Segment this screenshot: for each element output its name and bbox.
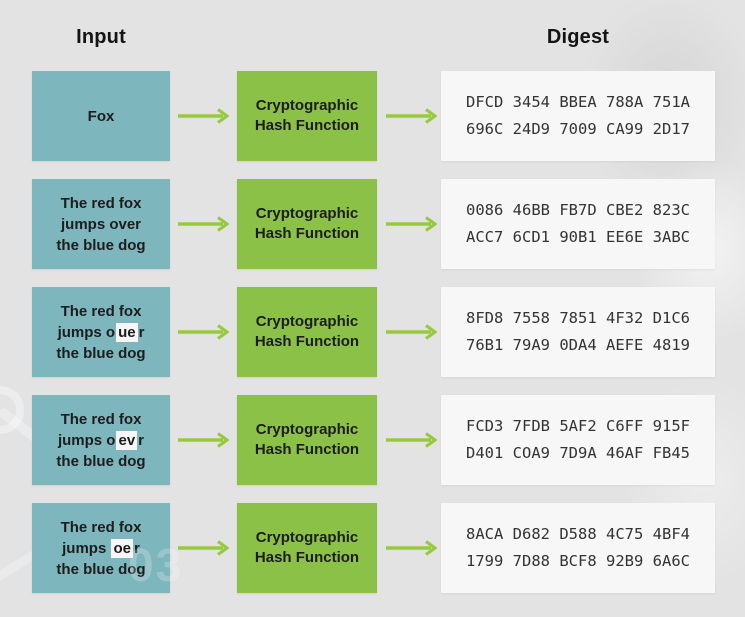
input-text-line: the blue dog	[56, 235, 145, 256]
digest-line-1: 8ACA D682 D588 4C75 4BF4	[466, 525, 690, 543]
input-text-line: Fox	[88, 106, 115, 127]
digest-box: 8FD8 7558 7851 4F32 D1C6 76B1 79A9 0DA4 …	[441, 287, 715, 377]
digest-line-2: 76B1 79A9 0DA4 AEFE 4819	[466, 336, 690, 354]
input-text-line: The red fox	[61, 517, 142, 538]
arrow-right-icon	[386, 432, 437, 448]
hash-box-label-line2: Hash Function	[254, 225, 360, 242]
watermark-number: 03	[128, 539, 184, 591]
hash-box-label-line1: Cryptographic	[255, 421, 359, 438]
input-text-segment: jumps	[62, 539, 111, 557]
input-box: The red fox jumps over the blue dog	[32, 179, 170, 269]
hash-box-label-line1: Cryptographic	[255, 313, 359, 330]
digest-line-1: 0086 46BB FB7D CBE2 823C	[466, 201, 690, 219]
arrow-right-icon	[178, 108, 229, 124]
input-column-header: Input	[76, 26, 126, 48]
arrow-right-icon	[178, 324, 229, 340]
digest-column-header: Digest	[546, 26, 610, 48]
input-text-segment: Fox	[87, 107, 115, 125]
arrow-right-icon	[386, 324, 437, 340]
input-text-segment: jumps o	[57, 431, 116, 449]
digest-box: 8ACA D682 D588 4C75 4BF4 1799 7D88 BCF8 …	[441, 503, 715, 593]
changed-letters-highlight: ev	[116, 430, 138, 450]
input-text-line: the blue dog	[56, 451, 145, 472]
hash-box-label-line1: Cryptographic	[255, 529, 359, 546]
input-text-segment: The red fox	[60, 518, 142, 536]
hash-box-label-line2: Hash Function	[254, 441, 360, 458]
arrow-right-icon	[386, 216, 437, 232]
digest-line-2: 696C 24D9 7009 CA99 2D17	[466, 120, 690, 138]
input-text-line: the blue dog	[56, 559, 145, 580]
arrow-right-icon	[178, 540, 229, 556]
input-text-segment: r	[134, 539, 140, 557]
hash-function-box: Cryptographic Hash Function	[237, 503, 377, 593]
input-text-segment: jumps over	[60, 215, 142, 233]
input-text-segment: r	[138, 323, 145, 341]
input-text-line: The red fox	[61, 193, 142, 214]
input-text-segment: the blue dog	[56, 452, 146, 470]
hash-box-label-line2: Hash Function	[254, 549, 360, 566]
hash-box-label-line2: Hash Function	[254, 333, 360, 350]
hash-row: The red fox jumps over the blue dog Crypto…	[0, 179, 745, 269]
input-text-segment: the blue dog	[56, 560, 146, 578]
digest-line-2: ACC7 6CD1 90B1 EE6E 3ABC	[466, 228, 690, 246]
digest-line-1: DFCD 3454 BBEA 788A 751A	[466, 93, 690, 111]
arrow-right-icon	[386, 540, 437, 556]
hash-function-box: Cryptographic Hash Function	[237, 395, 377, 485]
input-text-segment: r	[138, 431, 145, 449]
hash-row: Fox Cryptographic Hash Function DFCD 345…	[0, 71, 745, 161]
input-text-segment: The red fox	[60, 302, 142, 320]
digest-line-2: 1799 7D88 BCF8 92B9 6A6C	[466, 552, 690, 570]
input-text-line: the blue dog	[56, 343, 145, 364]
digest-box: FCD3 7FDB 5AF2 C6FF 915F D401 COA9 7D9A …	[441, 395, 715, 485]
hash-function-box: Cryptographic Hash Function	[237, 71, 377, 161]
input-text-segment: The red fox	[60, 410, 142, 428]
input-text-segment: the blue dog	[56, 236, 146, 254]
digest-line-2: D401 COA9 7D9A 46AF FB45	[466, 444, 690, 462]
hash-function-box: Cryptographic Hash Function	[237, 287, 377, 377]
input-text-segment: the blue dog	[56, 344, 146, 362]
arrow-right-icon	[178, 432, 229, 448]
digest-box: 0086 46BB FB7D CBE2 823C ACC7 6CD1 90B1 …	[441, 179, 715, 269]
hash-box-label-line2: Hash Function	[254, 117, 360, 134]
input-text-line: jumps over	[61, 214, 141, 235]
changed-letters-highlight: oe	[111, 538, 133, 558]
digest-line-1: 8FD8 7558 7851 4F32 D1C6	[466, 309, 690, 327]
input-text-line: The red fox	[61, 301, 142, 322]
input-box: Fox	[32, 71, 170, 161]
arrow-right-icon	[178, 216, 229, 232]
hash-box-label-line1: Cryptographic	[255, 205, 359, 222]
digest-box: DFCD 3454 BBEA 788A 751A 696C 24D9 7009 …	[441, 71, 715, 161]
hash-box-label-line1: Cryptographic	[255, 97, 359, 114]
input-text-segment: The red fox	[60, 194, 142, 212]
arrow-right-icon	[386, 108, 437, 124]
input-text-line: The red fox	[61, 409, 142, 430]
input-text-segment: jumps o	[57, 323, 116, 341]
changed-letters-highlight: ue	[116, 322, 138, 342]
digest-line-1: FCD3 7FDB 5AF2 C6FF 915F	[466, 417, 690, 435]
hash-function-box: Cryptographic Hash Function	[237, 179, 377, 269]
